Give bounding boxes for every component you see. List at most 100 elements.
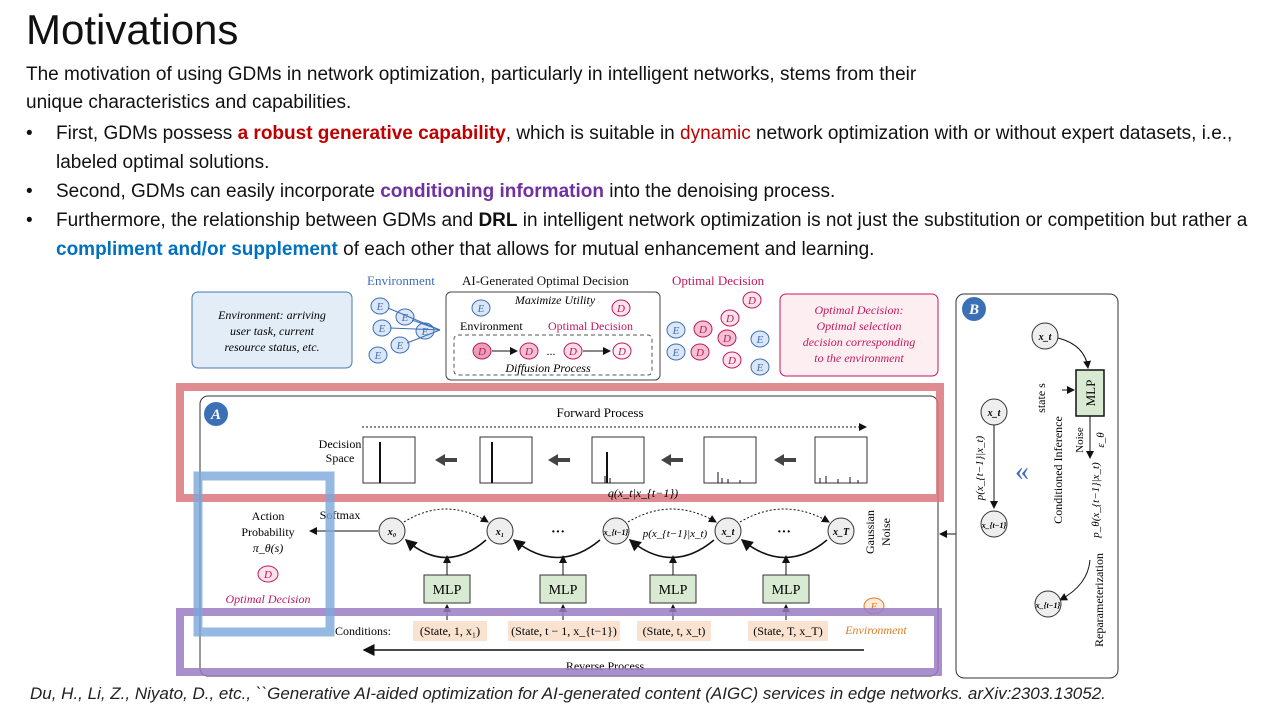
bullet-text: of each other that allows for mutual enh… bbox=[337, 239, 875, 260]
decision-space-label: Decision bbox=[319, 437, 362, 451]
chain-ellipsis: ··· bbox=[551, 525, 565, 540]
state-s-label: state s bbox=[1034, 383, 1048, 413]
decision-space-histograms bbox=[362, 436, 868, 484]
bullet-marker: • bbox=[26, 181, 33, 202]
environment-cluster-left bbox=[368, 297, 441, 364]
environment-condition-label: Environment bbox=[844, 623, 907, 637]
p-transition-label: p(x_{t−1}|x_t) bbox=[642, 528, 708, 540]
gaussian-noise-label: Gaussian bbox=[863, 510, 877, 554]
eps-label: ε_θ bbox=[1095, 432, 1107, 448]
bullet-item-3: • Furthermore, the relationship between … bbox=[26, 206, 1266, 264]
noise-label: Noise bbox=[1074, 427, 1086, 453]
bullet-list: • First, GDMs possess a robust generativ… bbox=[26, 119, 1266, 264]
bullet-text: into the denoising process. bbox=[603, 181, 836, 202]
panel-a-badge bbox=[204, 402, 228, 426]
p-transition-b-label: p(x_{t−1}|x_t) bbox=[974, 435, 986, 501]
e-node-label: E bbox=[378, 323, 386, 335]
condition-tuple: (State, 1, x₁) bbox=[420, 624, 480, 638]
conditions-label: Conditions: bbox=[335, 624, 391, 638]
citation: Du, H., Li, Z., Niyato, D., etc., ``Gene… bbox=[30, 684, 1106, 703]
e-node-label: E bbox=[870, 601, 878, 613]
mlp-blocks bbox=[423, 574, 810, 604]
e-node-label: E bbox=[756, 334, 764, 346]
e-node-label: E bbox=[477, 303, 485, 315]
bullet-text: Second, GDMs can easily incorporate bbox=[56, 181, 381, 202]
d-node-label: D bbox=[524, 346, 533, 358]
bullet-text: , which is suitable in bbox=[505, 123, 681, 144]
reparameterization-label: Reparameterization bbox=[1092, 553, 1106, 647]
d-node-label: D bbox=[727, 355, 736, 367]
forward-process-highlight bbox=[176, 383, 944, 502]
highlight-dynamic: dynamic bbox=[680, 123, 751, 144]
d-node-label: D bbox=[747, 295, 756, 307]
d-node-label: D bbox=[695, 347, 704, 359]
node-xtm1 bbox=[1034, 590, 1062, 618]
node-xtm1-label: x_{t−1} bbox=[981, 521, 1007, 530]
d-node-label: D bbox=[477, 346, 486, 358]
node-xtm1-label: x_{t−1} bbox=[1035, 601, 1061, 610]
condition-tuple: (State, t, x_t) bbox=[643, 624, 706, 638]
conditioned-inference-label: Conditioned Inference bbox=[1051, 416, 1065, 524]
environment-label: Environment bbox=[367, 273, 435, 288]
node-xt-label: x_t bbox=[721, 527, 736, 538]
e-node-label: E bbox=[401, 312, 409, 324]
d-node-label: D bbox=[722, 333, 731, 345]
slide-title: Motivations bbox=[26, 6, 239, 53]
intro-paragraph: The motivation of using GDMs in network … bbox=[26, 61, 1126, 117]
environment-note-line: user task, current bbox=[230, 324, 315, 338]
optimal-decision-output-label: Optimal Decision bbox=[226, 592, 311, 606]
inner-environment-label: Environment bbox=[460, 319, 523, 333]
bullet-text: Furthermore, the relationship between GD… bbox=[56, 210, 479, 231]
highlight-drl: DRL bbox=[478, 210, 518, 231]
intro-line-2: unique characteristics and capabilities. bbox=[26, 92, 352, 113]
diffusion-process-label: Diffusion Process bbox=[504, 361, 591, 375]
action-probability-label: Action bbox=[252, 509, 285, 523]
gaussian-noise-label: Noise bbox=[879, 518, 893, 546]
ai-generated-decision-box bbox=[445, 291, 661, 381]
condition-tuple: (State, t − 1, x_{t−1}) bbox=[511, 624, 617, 638]
bullet-text: network optimization with or without exp… bbox=[56, 123, 1233, 173]
bullet-item-2: • Second, GDMs can easily incorporate co… bbox=[26, 177, 1266, 206]
node-xT-label: x_T bbox=[832, 527, 850, 538]
p-theta-label: p_θ(x_{t−1}|x_t) bbox=[1090, 462, 1102, 539]
forward-process-label: Forward Process bbox=[556, 405, 643, 420]
environment-note-line: Environment: arriving bbox=[217, 308, 326, 322]
inner-optimal-decision-label: Optimal Decision bbox=[548, 319, 633, 333]
maximize-utility-label: Maximize Utility bbox=[514, 293, 596, 307]
e-node-label: E bbox=[672, 347, 680, 359]
action-probability-label: Probability bbox=[241, 525, 294, 539]
highlight-conditioning-information: conditioning information bbox=[380, 181, 604, 202]
e-node-label: E bbox=[672, 325, 680, 337]
environment-note-box bbox=[191, 291, 353, 369]
d-node-label: D bbox=[263, 569, 272, 581]
mlp-label: MLP bbox=[1083, 380, 1098, 407]
bullet-marker: • bbox=[26, 123, 33, 144]
d-node bbox=[257, 565, 279, 583]
highlight-robust-generative: a robust generative capability bbox=[237, 123, 506, 144]
panel-b-badge-label: B bbox=[968, 302, 979, 318]
bullet-text: in intelligent network optimization is n… bbox=[517, 210, 1248, 231]
mlp-label: MLP bbox=[549, 583, 578, 598]
environment-note-line: resource status, etc. bbox=[224, 340, 319, 354]
chain-ellipsis: ··· bbox=[777, 525, 791, 540]
e-node-label: E bbox=[396, 340, 404, 352]
node-xt bbox=[1031, 322, 1059, 350]
e-node bbox=[471, 299, 491, 317]
e-node-label: E bbox=[376, 301, 384, 313]
action-output-highlight bbox=[193, 471, 335, 637]
node-xtm1-small bbox=[980, 510, 1008, 538]
diffusion-process-box bbox=[453, 334, 653, 376]
optimal-decision-note-box bbox=[779, 293, 939, 377]
chevron-left-icon: « bbox=[1015, 456, 1029, 487]
panel-a-badge-label: A bbox=[210, 407, 221, 423]
intro-line-1: The motivation of using GDMs in network … bbox=[26, 64, 917, 85]
e-node-label: E bbox=[421, 326, 429, 338]
node-xtm1-label: x_{t−1} bbox=[603, 528, 629, 537]
latent-chain-nodes bbox=[378, 517, 855, 545]
condition-tuple: (State, T, x_T) bbox=[753, 624, 823, 638]
diffusion-dots: ... bbox=[547, 344, 556, 358]
ai-generated-title: AI-Generated Optimal Decision bbox=[462, 273, 629, 288]
conditions-highlight bbox=[176, 608, 942, 676]
bullet-marker: • bbox=[26, 210, 33, 231]
optimal-note-line: Optimal Decision: bbox=[815, 303, 904, 317]
